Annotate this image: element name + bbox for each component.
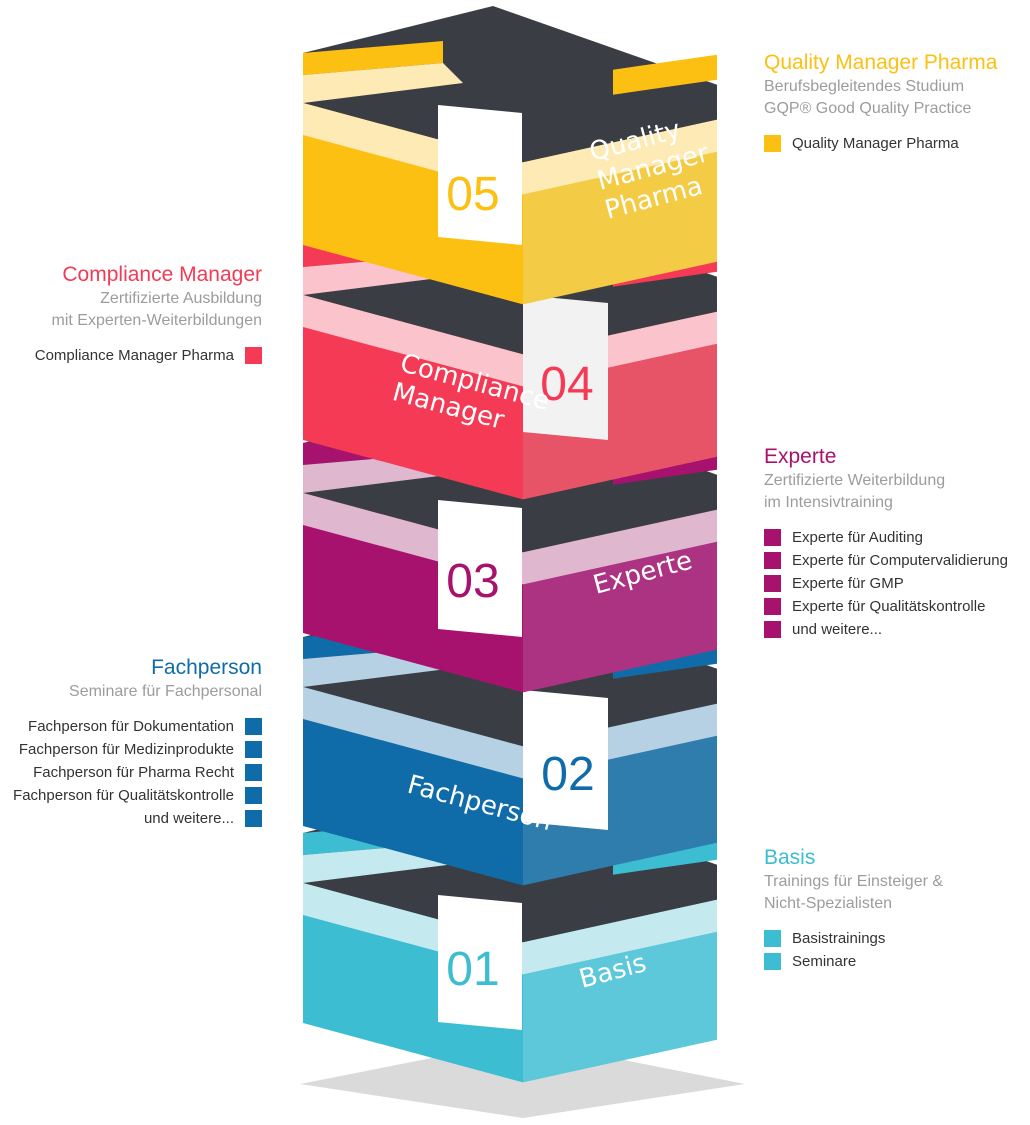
rim-right [613,54,717,95]
list-item-label: Fachperson für Dokumentation [28,718,234,735]
list-item: Experte für Qualitätskontrolle [764,595,1008,618]
compliance-manager-panel: Compliance Manager Zertifizierte Ausbild… [35,262,262,367]
list-item-label: Basistrainings [792,930,886,947]
list-item-label: Experte für GMP [792,575,904,592]
experte-panel: Experte Zertifizierte Weiterbildung im I… [764,444,1008,641]
compliance-manager-title: Compliance Manager [62,263,262,286]
experte-color-swatch [764,598,781,615]
fachperson-color-swatch [245,810,262,827]
list-item: Fachperson für Medizinprodukte [13,738,262,761]
list-item-label: Quality Manager Pharma [792,135,959,152]
quality-manager-title: Quality Manager Pharma [764,51,998,74]
list-item-label: Experte für Computervalidierung [792,552,1008,569]
list-item-label: Experte für Qualitätskontrolle [792,598,986,615]
basis-subtitle-1: Trainings für Einsteiger & [764,873,944,890]
level-number: 02 [541,748,594,801]
fachperson-color-swatch [245,764,262,781]
number-card [523,690,608,830]
experte-list: Experte für Auditing Experte für Compute… [764,526,1008,641]
compliance-manager-subtitle-1: Zertifizierte Ausbildung [100,290,262,307]
quality-manager-subtitle-1: Berufsbegleitendes Studium [764,78,965,95]
list-item: Experte für GMP [764,572,1008,595]
fachperson-color-swatch [245,741,262,758]
basis-panel: Basis Trainings für Einsteiger & Nicht-S… [764,845,943,973]
number-card [438,895,522,1030]
front-light-band [303,295,523,387]
quality-manager-panel: Quality Manager Pharma Berufsbegleitende… [764,50,997,155]
side-light-band [523,509,717,585]
list-item: Seminare [764,950,943,973]
level-number: 03 [446,555,499,608]
rim-left-light [303,63,463,103]
list-item-label: Compliance Manager Pharma [34,347,234,364]
fachperson-list: Fachperson für Dokumentation Fachperson … [13,715,262,830]
list-item: Quality Manager Pharma [764,132,997,155]
list-item-label: Seminare [792,953,857,970]
level-number: 05 [446,168,499,221]
list-item: und weitere... [13,807,262,830]
list-item-label: Fachperson für Pharma Recht [33,764,234,781]
level-number: 04 [540,358,593,411]
basis-color-swatch [764,953,781,970]
list-item: und weitere... [764,618,1008,641]
basis-color-swatch [764,930,781,947]
compliance-manager-list: Compliance Manager Pharma [35,344,262,367]
front-light-band [303,687,523,779]
experte-color-swatch [764,575,781,592]
number-card [438,105,522,245]
compliance-manager-subtitle-2: mit Experten-Weiterbildungen [51,312,262,329]
experte-title: Experte [764,445,837,468]
list-item: Fachperson für Pharma Recht [13,761,262,784]
rim-left [303,41,443,75]
fachperson-panel: Fachperson Seminare für Fachpersonal Fac… [13,655,262,830]
experte-color-swatch [764,529,781,546]
number-card [523,295,608,440]
experte-color-swatch [764,552,781,569]
compliance-color-swatch [245,347,262,364]
fachperson-color-swatch [245,787,262,804]
quality-manager-subtitle-2: GQP® Good Quality Practice [764,100,972,117]
quality-color-swatch [764,135,781,152]
experte-subtitle-1: Zertifizierte Weiterbildung [764,472,946,489]
basis-list: Basistrainings Seminare [764,927,943,973]
level-number: 01 [446,943,499,996]
basis-title: Basis [764,846,816,869]
list-item-label: und weitere... [792,621,883,638]
fachperson-color-swatch [245,718,262,735]
list-item-label: Experte für Auditing [792,529,923,546]
basis-subtitle-2: Nicht-Spezialisten [764,895,893,912]
list-item-label: und weitere... [143,810,234,827]
list-item: Fachperson für Dokumentation [13,715,262,738]
side-light-band [523,119,717,195]
list-item: Basistrainings [764,927,943,950]
list-item: Experte für Computervalidierung [764,549,1008,572]
list-item: Experte für Auditing [764,526,1008,549]
number-card [438,500,522,637]
fachperson-subtitle-1: Seminare für Fachpersonal [69,683,262,700]
list-item-label: Fachperson für Qualitätskontrolle [13,787,234,804]
list-item: Fachperson für Qualitätskontrolle [13,784,262,807]
experte-color-swatch [764,621,781,638]
list-item: Compliance Manager Pharma [35,344,262,367]
quality-manager-list: Quality Manager Pharma [764,132,997,155]
experte-subtitle-2: im Intensivtraining [764,494,893,511]
fachperson-title: Fachperson [151,656,262,679]
side-light-band [523,899,717,975]
list-item-label: Fachperson für Medizinprodukte [18,741,234,758]
